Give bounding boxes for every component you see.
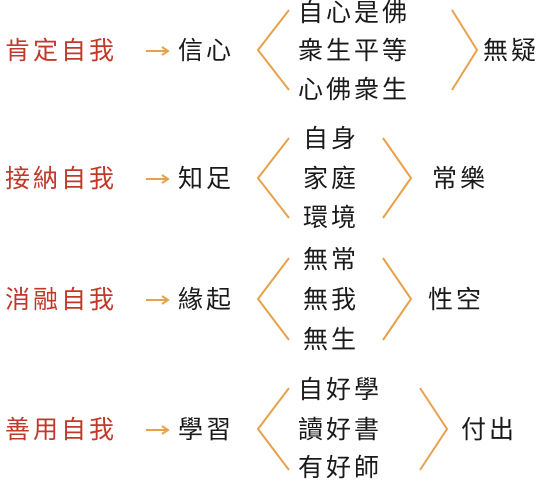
right-bracket bbox=[382, 257, 413, 341]
row-3-mid: 緣起 bbox=[178, 285, 235, 314]
row-4-item-3: 有好師 bbox=[298, 453, 383, 482]
row-2-item-3: 環境 bbox=[303, 203, 360, 232]
row-3-item-3: 無生 bbox=[303, 325, 360, 354]
row-2-result: 常樂 bbox=[432, 164, 489, 193]
right-bracket bbox=[419, 387, 449, 471]
left-bracket bbox=[256, 9, 290, 91]
row-1-label: 肯定自我 bbox=[5, 36, 118, 65]
right-bracket bbox=[451, 9, 479, 91]
row-1-item-3: 心佛衆生 bbox=[298, 75, 411, 104]
row-3-label: 消融自我 bbox=[5, 285, 118, 314]
row-4-item-2: 讀好書 bbox=[298, 415, 383, 444]
left-bracket bbox=[256, 257, 290, 341]
row-3-item-2: 無我 bbox=[303, 285, 360, 314]
row-4-mid: 學習 bbox=[178, 415, 235, 444]
arrow-head bbox=[161, 295, 170, 305]
row-1-result: 無疑 bbox=[483, 36, 540, 65]
row-1-mid: 信心 bbox=[178, 36, 235, 65]
row-1-item-2: 衆生平等 bbox=[298, 36, 411, 65]
row-4-label: 善用自我 bbox=[5, 415, 118, 444]
row-1-item-1: 自心是佛 bbox=[298, 0, 411, 27]
left-bracket bbox=[256, 137, 290, 219]
left-bracket bbox=[256, 387, 290, 471]
arrow-head bbox=[161, 46, 170, 56]
row-4-result: 付出 bbox=[461, 415, 518, 444]
arrow-head bbox=[161, 425, 170, 435]
row-2-mid: 知足 bbox=[178, 164, 235, 193]
row-3-item-1: 無常 bbox=[303, 245, 360, 274]
row-4-item-1: 自好學 bbox=[298, 375, 383, 404]
row-2-item-2: 家庭 bbox=[303, 164, 360, 193]
row-2-label: 接納自我 bbox=[5, 164, 118, 193]
right-bracket bbox=[382, 137, 413, 219]
row-2-item-1: 自身 bbox=[303, 124, 360, 153]
row-3-result: 性空 bbox=[428, 285, 485, 314]
arrow-head bbox=[161, 174, 170, 184]
